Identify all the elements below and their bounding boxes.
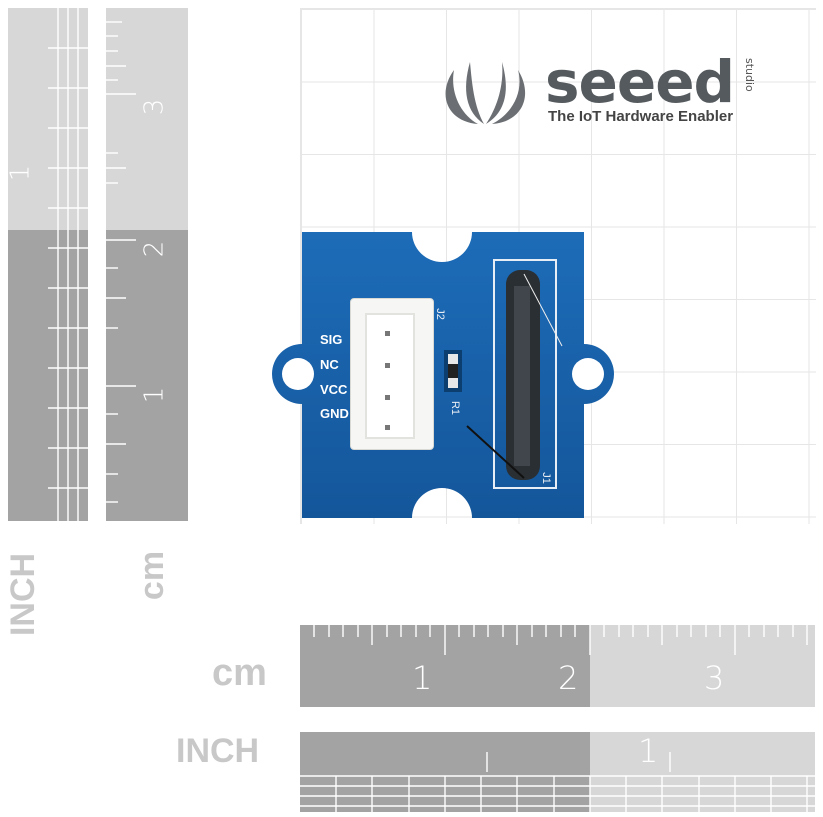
bottom-inch-ruler: 1 <box>300 732 815 812</box>
pin-label-sig: SIG <box>320 332 343 347</box>
brand-sub: studio <box>743 58 756 92</box>
tagline: The IoT Hardware Enabler <box>548 108 734 125</box>
left-cm-number-1: 1 <box>139 386 170 404</box>
bottom-cm-number-1: 1 <box>412 659 433 697</box>
left-cm-number-3: 3 <box>139 98 170 116</box>
left-inch-number-1: 1 <box>5 164 36 182</box>
bottom-inch-unit: INCH <box>176 732 260 770</box>
bottom-cm-number-3: 3 <box>704 659 725 697</box>
switch-label: J1 <box>539 472 552 484</box>
pin-label-gnd: GND <box>320 406 349 421</box>
pin-label-nc: NC <box>320 357 339 372</box>
seeed-logo: seeed studio The IoT Hardware Enabler <box>440 48 780 130</box>
left-cm-unit: cm <box>133 550 172 601</box>
reed-switch-module: SIG NC VCC GND J2 R1 J1 <box>262 226 622 526</box>
bottom-cm-unit: cm <box>212 652 267 694</box>
left-cm-ruler: 3 2 1 <box>106 8 188 521</box>
seeed-logo-icon <box>445 62 526 124</box>
bottom-inch-number-1: 1 <box>638 732 659 770</box>
brand-name: seeed <box>545 48 735 116</box>
connector-label: J2 <box>433 308 446 320</box>
pin-label-vcc: VCC <box>320 382 348 397</box>
resistor-label: R1 <box>449 400 462 416</box>
bottom-cm-number-2: 2 <box>558 659 579 697</box>
grove-connector <box>350 298 434 450</box>
left-inch-ruler: 1 <box>5 8 88 521</box>
pcb-board <box>272 232 614 518</box>
left-inch-unit: INCH <box>4 552 43 637</box>
left-cm-number-2: 2 <box>139 240 170 258</box>
bottom-cm-ruler: 1 2 3 <box>300 625 815 707</box>
